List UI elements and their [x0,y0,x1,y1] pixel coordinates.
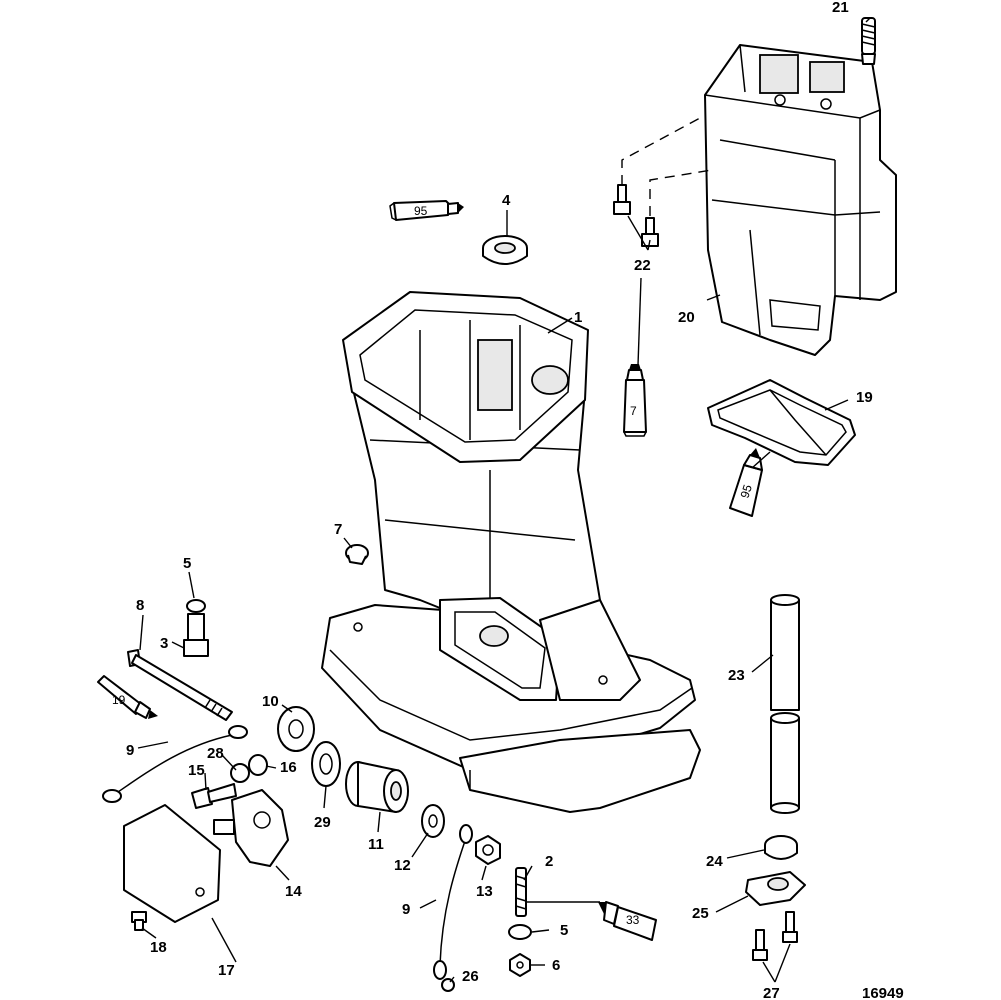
callout-3: 3 [160,635,168,652]
callout-22: 22 [634,257,651,274]
callout-24: 24 [706,853,723,870]
callout-16: 16 [280,759,297,776]
seal-24 [764,835,798,860]
grommet-4 [482,235,528,265]
washer-5-bottom [508,924,532,940]
screws-27 [752,911,798,961]
plug-7 [345,544,369,565]
callout-5-top: 5 [183,555,191,572]
callout-26: 26 [462,968,479,985]
bolt-3 [183,613,209,657]
callout-25: 25 [692,905,709,922]
tube-label-19: 19 [112,693,126,707]
screw-26 [441,978,455,992]
callout-19: 19 [856,389,873,406]
callout-2: 2 [545,853,553,870]
callout-29: 29 [314,814,331,831]
callout-1: 1 [574,309,582,326]
leader-lines [137,17,871,983]
callout-20: 20 [678,309,695,326]
bolts-22 [613,184,659,247]
callout-14: 14 [285,883,302,900]
callout-6: 6 [552,957,560,974]
tube-label-7: 7 [630,404,637,418]
washer-29 [311,741,341,787]
nut-13 [475,835,501,865]
callout-5-bottom: 5 [560,922,568,939]
washer-12 [421,804,445,838]
anode-17 [123,804,221,923]
alignment-line-a [621,117,701,185]
sealant-tube-95-right: 95 [729,448,763,517]
nut-6 [509,953,531,977]
callout-8: 8 [136,597,144,614]
callout-13: 13 [476,883,493,900]
ground-strap-9-top [102,725,248,803]
callout-23: 23 [728,667,745,684]
stud-21 [861,17,876,65]
stud-2 [515,867,527,917]
callout-15: 15 [188,762,205,779]
bolt-8 [127,649,233,721]
callout-28: 28 [207,745,224,762]
tube-label-95-top: 95 [414,204,428,218]
anode-bracket-14 [213,789,289,867]
sealant-tube-33: 33 [598,901,657,941]
screw-18 [131,911,147,931]
callout-27: 27 [763,985,780,1000]
gasket-19 [707,379,856,466]
ground-strap-9-bottom [433,824,473,980]
bolt-15 [191,783,237,809]
mount-11 [345,761,409,813]
sealant-tube-7: 7 [623,364,647,437]
sealant-tube-19: 19 [97,675,158,719]
callout-7: 7 [334,521,342,538]
driveshaft-housing [321,291,701,813]
callout-18: 18 [150,939,167,956]
washer-16 [248,754,268,776]
callout-10: 10 [262,693,279,710]
exhaust-housing [704,44,897,356]
washer-10 [277,706,315,752]
figure-number: 16949 [862,985,904,1000]
water-tube-23 [770,594,800,814]
callouts: 1 2 3 4 5 5 6 7 8 9 9 10 11 12 13 14 15 … [126,0,873,1000]
tube-label-33: 33 [626,913,640,927]
alignment-line-b [649,169,713,216]
callout-4: 4 [502,192,511,209]
callout-9-top: 9 [126,742,134,759]
callout-21: 21 [832,0,849,16]
tube-label-95-right: 95 [737,483,755,500]
callout-17: 17 [218,962,235,979]
callout-12: 12 [394,857,411,874]
callout-9-bottom: 9 [402,901,410,918]
callout-11: 11 [368,836,384,853]
sealant-tube-95-top: 95 [389,200,464,221]
guide-25 [745,871,806,906]
washer-5-top [186,599,206,613]
